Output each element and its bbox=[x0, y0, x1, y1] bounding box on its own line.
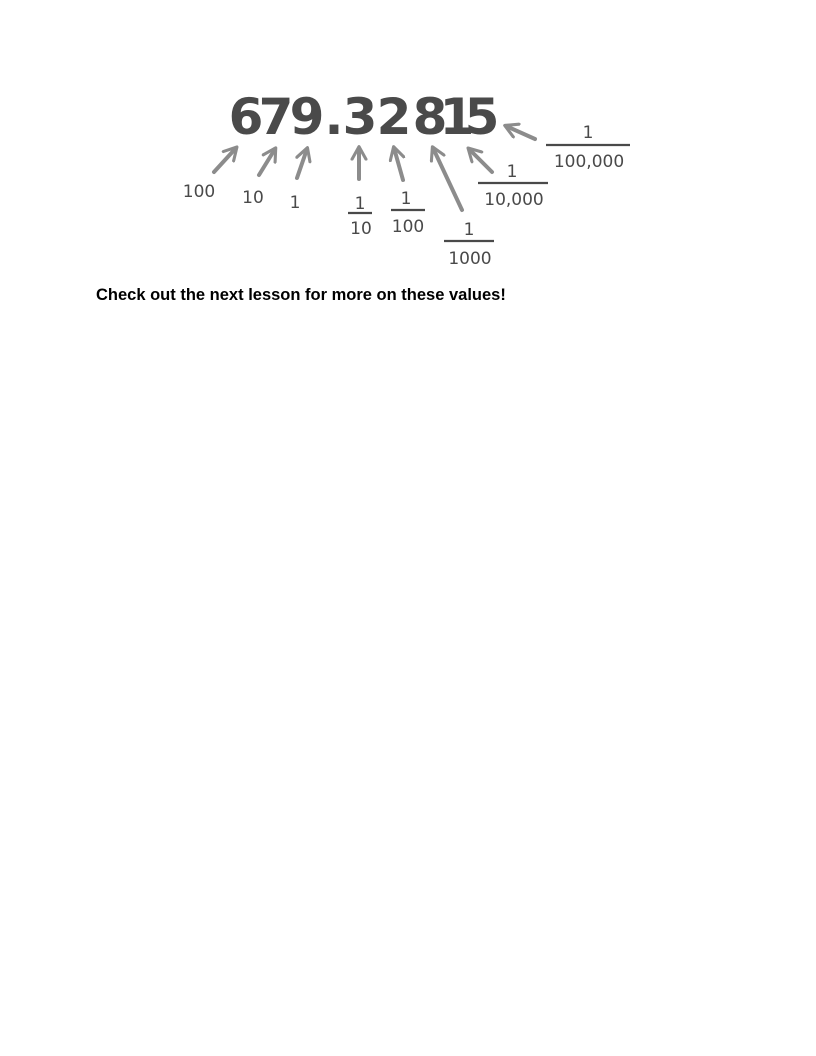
numerator: 1 bbox=[583, 123, 594, 143]
label-hundreds: 100 bbox=[183, 182, 215, 202]
fraction-hundredths: 1 100 bbox=[391, 189, 425, 237]
place-value-arrows bbox=[212, 126, 537, 212]
arrow-thousandths bbox=[433, 148, 464, 212]
label-ones: 1 bbox=[290, 193, 301, 213]
denominator: 10,000 bbox=[484, 190, 543, 210]
digit-ten-thousandths: 1 bbox=[440, 88, 475, 146]
numerator: 1 bbox=[464, 220, 475, 240]
arrow-tens bbox=[257, 149, 275, 177]
digit-tenths: 3 bbox=[343, 88, 378, 146]
digit-ones: 9 bbox=[290, 88, 325, 146]
arrow-hundreds bbox=[212, 148, 236, 174]
arrow-hundredths bbox=[394, 148, 403, 182]
denominator: 100,000 bbox=[554, 152, 624, 172]
decimal-number: 6 7 9 . 3 2 8 1 5 bbox=[229, 88, 500, 146]
whole-place-labels: 100 10 1 bbox=[183, 182, 301, 213]
digit-hundred-thousandths: 5 bbox=[465, 88, 500, 146]
digit-hundreds: 6 bbox=[229, 88, 264, 146]
numerator: 1 bbox=[401, 189, 412, 209]
digit-hundredths: 2 bbox=[377, 88, 412, 146]
fraction-ten-thousandths: 1 10,000 bbox=[478, 162, 548, 210]
denominator: 10 bbox=[350, 219, 372, 239]
numerator: 1 bbox=[507, 162, 518, 182]
fraction-thousandths: 1 1000 bbox=[444, 220, 494, 269]
arrow-ones bbox=[295, 149, 307, 180]
fraction-place-labels: 1 10 1 100 1 1000 1 10,000 1 bbox=[348, 123, 630, 269]
arrow-hundred-thousandths bbox=[506, 126, 537, 141]
fraction-tenths: 1 10 bbox=[348, 194, 372, 239]
digit-tens: 7 bbox=[259, 88, 294, 146]
denominator: 100 bbox=[392, 217, 424, 237]
place-value-figure: 6 7 9 . 3 2 8 1 5 100 10 1 bbox=[0, 0, 816, 280]
digit-thousandths: 8 bbox=[413, 88, 448, 146]
fraction-hundred-thousandths: 1 100,000 bbox=[546, 123, 630, 172]
decimal-point: . bbox=[325, 88, 344, 146]
numerator: 1 bbox=[355, 194, 366, 214]
label-tens: 10 bbox=[242, 188, 264, 208]
lesson-caption: Check out the next lesson for more on th… bbox=[96, 286, 506, 304]
denominator: 1000 bbox=[448, 249, 491, 269]
arrow-ten-thousandths bbox=[469, 149, 494, 174]
